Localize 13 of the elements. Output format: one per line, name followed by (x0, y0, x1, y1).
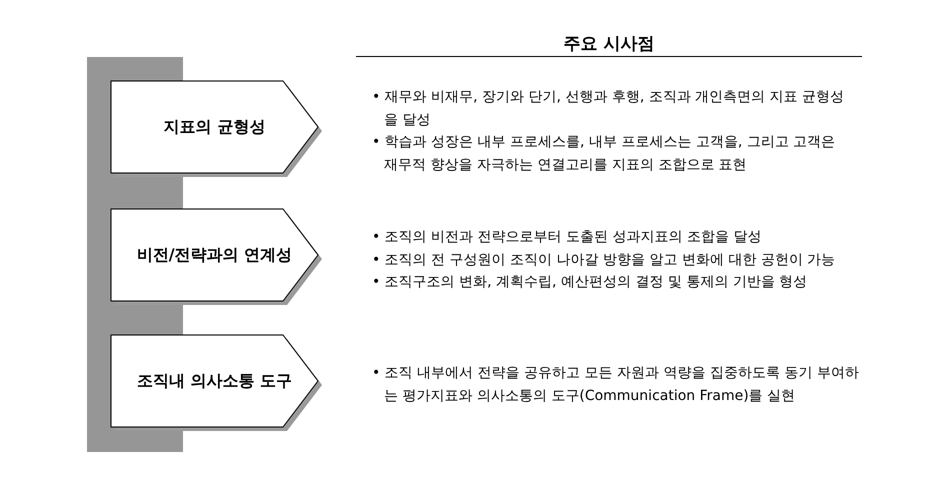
bullet-text: • 재무와 비재무, 장기와 단기, 선행과 후행, 조직과 개인측면의 지표 균형성을 달성 (372, 88, 846, 130)
bullet-text: • 조직의 비전과 전략으로부터 도출된 성과지표의 조합을 달성 (372, 228, 762, 247)
chevron-shape (111, 81, 325, 179)
section-heading: 주요 시사점 (562, 33, 656, 55)
bullet-text: • 조직 내부에서 전략을 공유하고 모든 자원과 역량을 집중하도록 동기 부여하는 평가지표와 의사소통의 도구(Communication Frame)를 실현 (372, 364, 860, 406)
chevron-shape (111, 209, 325, 307)
bullet-text: • 조직구조의 변화, 계획수립, 예산편성의 결정 및 통제의 기반을 형성 (372, 273, 808, 292)
chevron-shape (111, 335, 325, 433)
chevron-label: 지표의 균형성 (162, 116, 266, 138)
chevron-label: 조직내 의사소통 도구 (136, 370, 294, 392)
bullet-text: • 학습과 성장은 내부 프로세스를, 내부 프로세스는 고객을, 그리고 고객은 재무적 향상을 자극하는 연결고리를 지표의 조합으로 표현 (372, 133, 836, 174)
chevron-label: 비전/전략과의 연계성 (136, 244, 294, 266)
bullet-text: • 조직의 전 구성원이 조직이 나아갈 방향을 알고 변화에 대한 공헌이 가능 (372, 250, 836, 270)
